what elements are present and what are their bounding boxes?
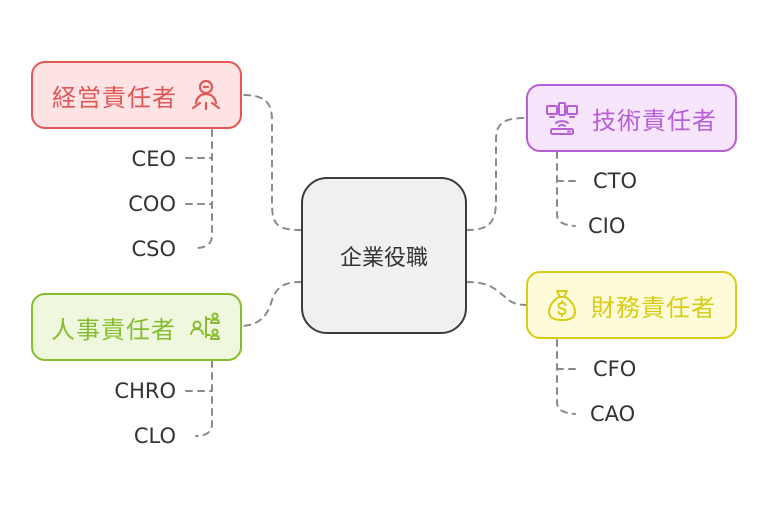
connector-exec-leaves xyxy=(195,129,213,249)
connector-hr-leaves xyxy=(195,360,213,437)
connector-tech-leaves xyxy=(556,151,576,227)
connector-finance-leaves xyxy=(556,339,576,415)
connector-center-to-exec xyxy=(241,94,302,231)
leaf-chro[interactable]: CHRO xyxy=(114,379,176,403)
connector-center-to-finance xyxy=(466,281,527,306)
leaf-clo[interactable]: CLO xyxy=(133,424,176,448)
leaf-cfo[interactable]: CFO xyxy=(593,357,637,381)
center-node-label: 企業役職 xyxy=(339,245,428,271)
connector-center-to-tech xyxy=(466,117,527,231)
branch-tech-label: 技術責任者 xyxy=(592,106,717,135)
org-people-icon xyxy=(190,311,222,343)
leaf-cao[interactable]: CAO xyxy=(590,402,636,426)
branch-exec-node[interactable]: 経営責任者 xyxy=(31,61,242,129)
branch-tech-node[interactable]: 技術責任者 xyxy=(526,84,737,152)
branch-hr-label: 人事責任者 xyxy=(51,315,176,344)
connector-center-to-hr xyxy=(241,281,302,327)
leaf-cso[interactable]: CSO xyxy=(131,237,176,261)
leaf-ceo[interactable]: CEO xyxy=(131,147,176,171)
branch-exec-label: 経営責任者 xyxy=(52,83,177,112)
branch-hr-node[interactable]: 人事責任者 xyxy=(31,293,242,361)
leaf-cto[interactable]: CTO xyxy=(593,169,638,193)
branch-finance-node[interactable]: 財務責任者 xyxy=(526,271,737,339)
branch-finance-label: 財務責任者 xyxy=(591,293,716,322)
leaf-cio[interactable]: CIO xyxy=(588,214,626,238)
leaf-coo[interactable]: COO xyxy=(128,192,176,216)
center-node[interactable]: 企業役職 xyxy=(301,177,467,334)
money-bag-icon xyxy=(547,288,577,322)
person-icon xyxy=(191,79,221,111)
devices-icon xyxy=(546,101,578,135)
